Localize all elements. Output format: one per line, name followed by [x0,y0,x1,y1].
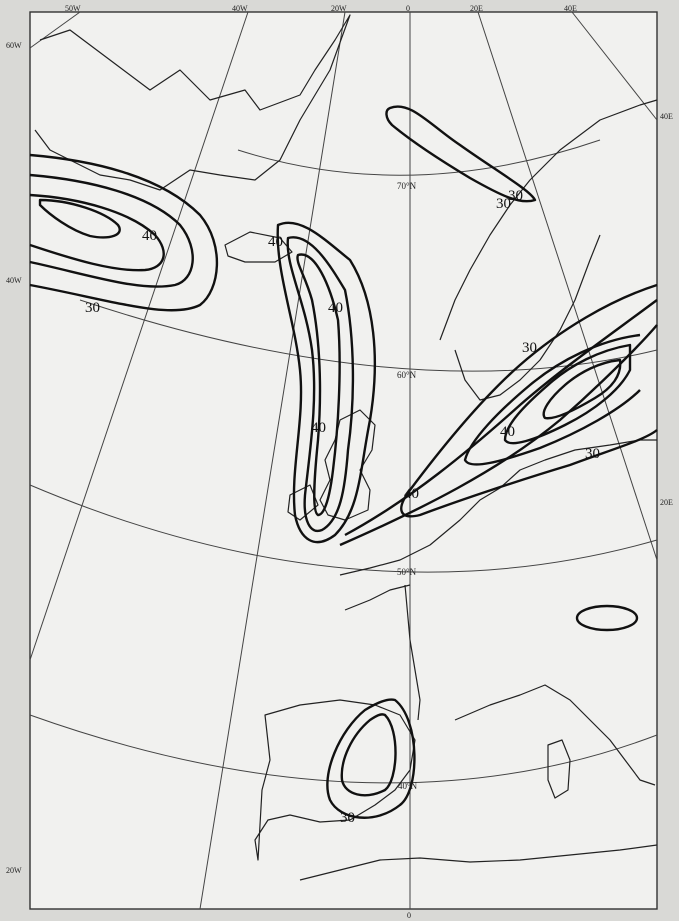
meridian-20e [477,11,658,561]
lat-label-70: 70°N [397,181,417,191]
jet-east-small [575,604,639,632]
lat-label-60: 60°N [397,370,417,380]
lon-label-bottom: 0 [407,911,411,920]
meridian-60w [29,11,81,49]
contour-label: 30 [522,340,537,356]
lat-circle-40 [29,714,658,784]
jet-scandinavia [339,283,658,547]
lat-circle-50 [29,484,658,573]
lon-label-top: 20E [470,4,483,13]
map-frame [29,11,658,910]
longitude-labels: 50W 40W 20W 0 20E 40E 60W 40W 20W 40E 20… [6,4,673,920]
lat-circle-60 [79,299,658,372]
iceland-coast [224,231,293,263]
isotachs [29,105,658,819]
jet-barents [385,105,537,203]
contour-label: 30 [508,188,523,204]
lon-label-left: 40W [6,276,22,285]
lon-label-top: 40W [232,4,248,13]
meridian-40e [571,11,658,121]
contour-label: 40 [311,420,326,436]
lon-label-right: 40E [660,112,673,121]
iberia-coast [254,699,416,861]
contour-label: 40 [142,228,157,244]
latitude-circles [29,139,658,784]
contour-label: 30 [496,196,511,212]
meridian-40w [29,11,249,661]
africa-coast [299,844,658,881]
contour-label: 40 [328,300,343,316]
lon-label-left: 60W [6,41,22,50]
scandinavia-coast [439,99,658,401]
lon-label-top: 40E [564,4,577,13]
contour-label: 30 [85,300,100,316]
jet-iberia [326,698,416,819]
contour-labels: 40 30 40 40 40 30 30 40 40 30 30 30 [85,188,600,826]
jet-iceland [276,221,377,544]
latitude-labels: 70°N 60°N 50°N 40°N [397,181,418,791]
italy-coast [454,684,656,786]
lat-label-40: 40°N [398,781,418,791]
contour-label: 40 [500,424,515,440]
contour-label: 30 [585,446,600,462]
meridian-20w [199,11,346,910]
lon-label-top: 50W [65,4,81,13]
lon-label-left: 20W [6,866,22,875]
lon-label-top: 20W [331,4,347,13]
contour-label: 40 [404,486,419,502]
lat-label-50: 50°N [397,567,417,577]
sardinia-coast [547,739,571,799]
lon-label-top: 0 [406,4,410,13]
meridians [29,11,658,910]
jet-labrador [29,153,219,312]
contour-label: 40 [268,234,283,250]
lon-label-right: 20E [660,498,673,507]
lat-circle-70 [237,139,601,176]
france-coast [344,584,421,721]
contour-label: 30 [340,810,355,826]
greenland-coast [34,14,351,191]
